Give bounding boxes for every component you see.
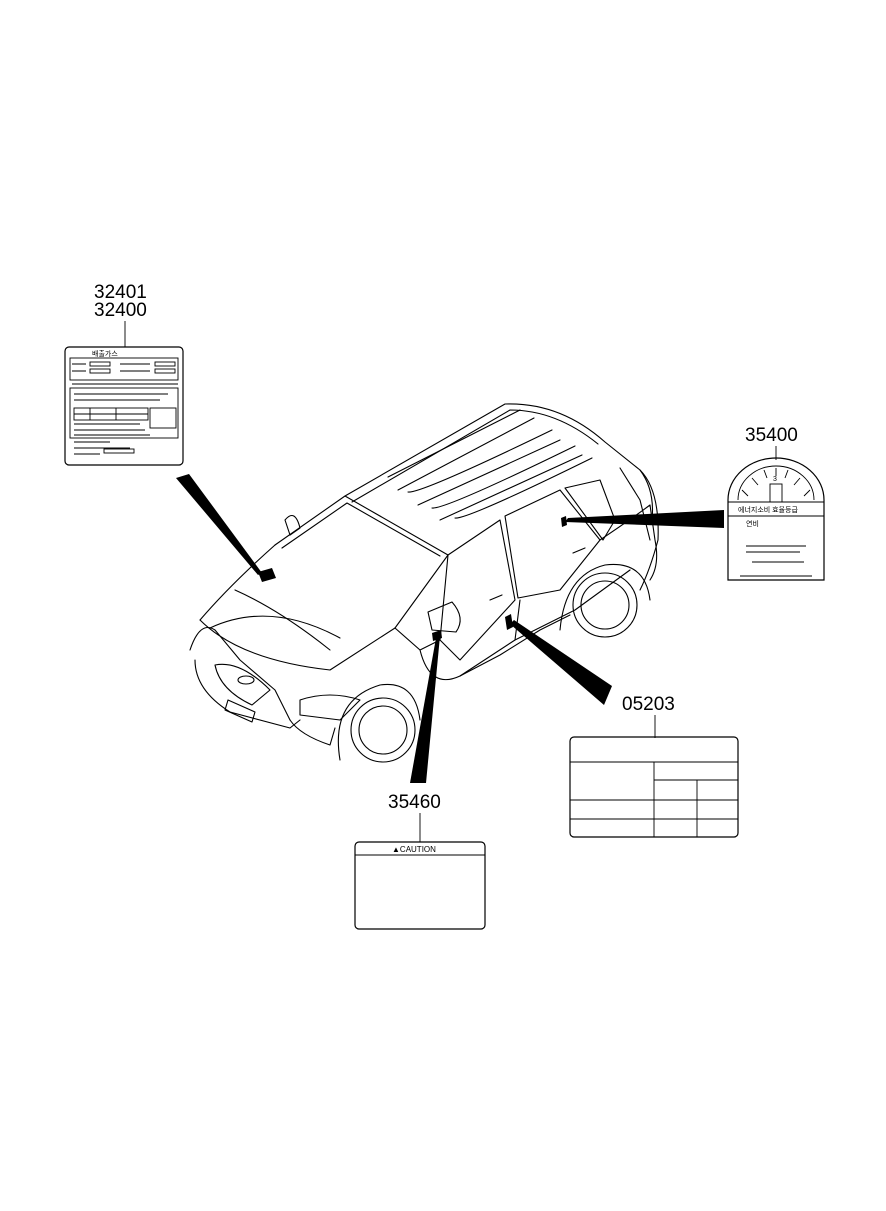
airbag-caution-label-group: 35460 ▲CAUTION <box>354 792 486 930</box>
emission-label <box>64 346 184 466</box>
part-number-35400: 35400 <box>745 425 798 446</box>
fuel-economy-heading: 에너지소비 효율등급 <box>738 505 798 514</box>
part-number-35460: 35460 <box>388 792 441 813</box>
leader-tire-pressure <box>510 620 612 705</box>
fuel-economy-label <box>727 457 825 581</box>
part-number-32400: 32400 <box>94 300 147 321</box>
part-number-05203: 05203 <box>622 694 675 715</box>
leader-fuel-economy <box>565 510 724 528</box>
emission-label-title: 배출가스 <box>92 349 118 358</box>
tire-label-group: 05203 <box>569 694 739 838</box>
part-number-32401: 32401 <box>94 282 147 303</box>
leader-airbag-caution <box>410 636 440 783</box>
fuel-economy-line: 연비 <box>746 519 759 528</box>
fuel-economy-label-group: 35400 3 에너지소비 효율등급 연비 <box>727 425 825 581</box>
emission-label-group: 32401 32400 배출가스 <box>64 282 184 466</box>
caution-heading: ▲CAUTION <box>392 845 436 854</box>
fuel-economy-grade: 3 <box>773 476 777 483</box>
leader-emission <box>176 474 262 575</box>
airbag-caution-label <box>354 841 486 930</box>
